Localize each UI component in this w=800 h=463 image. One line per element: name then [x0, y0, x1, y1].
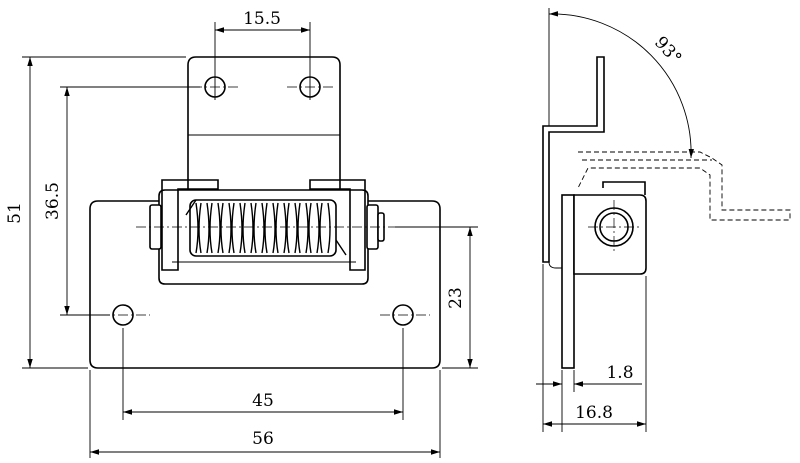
- side-base-plate: [561, 194, 575, 369]
- dim-angle: 93°: [650, 33, 685, 69]
- torsion-spring: [185, 199, 347, 257]
- dim-overall-height: 51: [5, 202, 25, 224]
- dim-hole-to-axis-height: 23: [446, 287, 466, 309]
- dim-overall-width: 56: [252, 429, 274, 449]
- dim-base-hole-spacing: 45: [252, 391, 274, 411]
- dim-side-depth: 16.8: [575, 403, 613, 423]
- side-leaf-curve: [548, 261, 562, 269]
- knuckle-tab-right: [309, 179, 366, 271]
- dim-hole-to-hole-height: 36.5: [43, 182, 63, 220]
- front-view: [89, 56, 441, 369]
- angle-arc: [548, 11, 695, 159]
- rotated-leaf-outline: [577, 151, 791, 221]
- dim-thickness: 1.8: [606, 363, 633, 383]
- knuckle-tab-left: [161, 179, 219, 271]
- dim-hole-spacing-top: 15.5: [243, 9, 281, 29]
- side-knuckle-top: [602, 181, 646, 195]
- front-dimensions: 15.5 51 36.5 23 45 56: [5, 9, 478, 458]
- side-view: [542, 56, 791, 369]
